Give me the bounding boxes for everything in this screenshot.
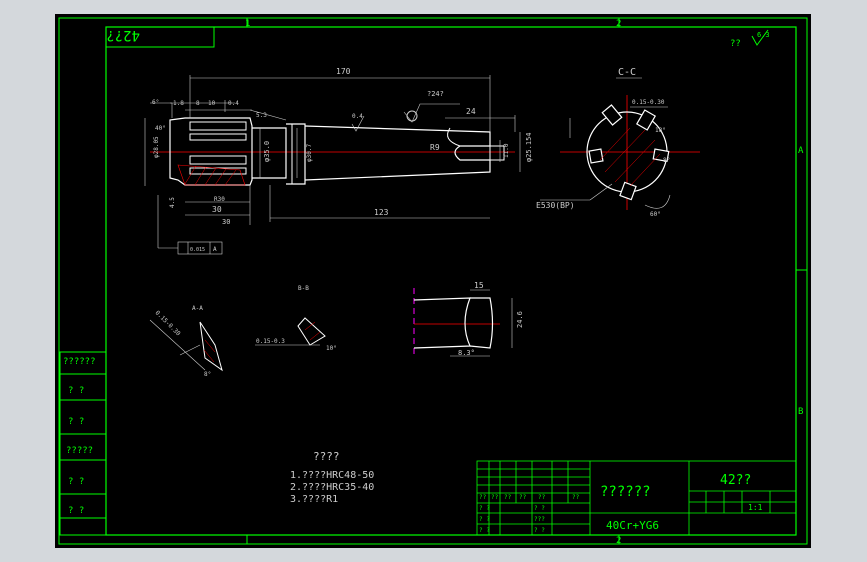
- dim-15: 15: [474, 281, 484, 290]
- left-strip-2: ? ?: [68, 417, 84, 427]
- corner-roughness: 6.3: [757, 31, 770, 39]
- inner-border: [105, 26, 797, 536]
- dim-angle18: 18°: [655, 127, 666, 134]
- roughness-04: 0.4: [352, 113, 363, 120]
- zone-side-b: B: [798, 407, 803, 417]
- section-bb-view: B-B 0.15-0.3 10°: [255, 285, 337, 352]
- dim-angle6: 6°: [152, 99, 159, 106]
- dim-aa-angle8: 8°: [204, 371, 211, 378]
- dim-30-a: 30: [212, 205, 222, 214]
- corner-note: ??: [730, 39, 741, 49]
- code-box-text: 42??: [106, 27, 140, 43]
- title-block: [476, 460, 797, 536]
- grid-cell-10: ???: [534, 516, 545, 523]
- title-part-name: ??????: [600, 484, 651, 500]
- dim-24: 24: [466, 107, 476, 116]
- dim-r9: R9: [430, 143, 440, 152]
- notes-title: ????: [313, 450, 340, 463]
- dim-angle60: 60°: [650, 211, 661, 218]
- left-strip: [59, 351, 107, 536]
- detail-end-view: 15 24.6 8.3°: [413, 281, 524, 357]
- dim-angle40: 40°: [155, 125, 166, 132]
- dim-dia350: φ35.0: [263, 141, 271, 162]
- dim-246: 24.6: [516, 311, 524, 328]
- dim-dia307: φ30.7: [306, 144, 313, 162]
- dim-r30: R30: [214, 196, 225, 203]
- dim-e530: E530(BP): [536, 201, 575, 210]
- notes-line-1: 1.????HRC48-50: [290, 470, 374, 481]
- grid-cell-5: ??: [572, 494, 580, 501]
- outer-border: [58, 17, 808, 545]
- section-bb-label: B-B: [298, 285, 309, 292]
- dim-53: 5.3: [256, 112, 267, 119]
- dim-123: 123: [374, 208, 389, 217]
- zone-top-1: 1: [245, 19, 250, 29]
- dim-cc-015: 0.15-0.30: [632, 99, 665, 106]
- dim-angle8: 8°: [663, 157, 670, 164]
- zone-bottom-2: 2: [616, 536, 621, 546]
- left-strip-5: ? ?: [68, 506, 84, 516]
- tolerance-ref: A: [213, 246, 217, 253]
- dim-10: 10: [208, 100, 216, 107]
- notes-line-2: 2.????HRC35-40: [290, 482, 374, 493]
- grid-cell-1: ??: [491, 494, 499, 501]
- dim-dia-left: φ28.05: [153, 136, 160, 158]
- grid-cell-8: ? ?: [479, 527, 490, 534]
- grid-cell-4: ??: [538, 494, 546, 501]
- section-cc-label: C-C: [618, 67, 636, 78]
- grid-cell-11: ? ?: [534, 527, 545, 534]
- grid-cell-6: ? ?: [479, 505, 490, 512]
- dim-dia25154: φ25.154: [525, 132, 533, 162]
- main-shaft-view: 170 123 24 30 30 1.8 8 10 0.4 5.3 4.5 φ3…: [144, 67, 533, 255]
- dim-83: 8.3°: [458, 349, 475, 357]
- dim-bb-015: 0.15-0.3: [256, 338, 285, 345]
- grid-cell-3: ??: [519, 494, 527, 501]
- tolerance-value: 0.015: [190, 247, 205, 253]
- section-aa-label: A-A: [192, 305, 203, 312]
- left-strip-4: ? ?: [68, 477, 84, 487]
- dim-170: 170: [336, 67, 351, 76]
- grid-cell-0: ??: [479, 494, 487, 501]
- dim-8: 8: [196, 100, 200, 107]
- title-scale: 1:1: [748, 503, 763, 512]
- section-cc-view: C-C 0.15-0.30 E530(BP) 18° 8° 60: [536, 67, 700, 218]
- roughness-symbol: [751, 29, 769, 46]
- dim-110: 11.0: [503, 143, 510, 158]
- dim-45: 4.5: [169, 197, 176, 208]
- dim-30-b: 30: [222, 218, 230, 226]
- dim-04: 0.4: [228, 100, 239, 107]
- code-box: [105, 26, 215, 48]
- dim-bb-angle10: 10°: [326, 345, 337, 352]
- dim-18: 1.8: [173, 100, 184, 107]
- title-material: 40Cr+YG6: [606, 519, 659, 532]
- grid-cell-7: ? ?: [479, 516, 490, 523]
- left-strip-1: ? ?: [68, 386, 84, 396]
- zone-side-a: A: [798, 146, 804, 156]
- left-strip-0: ??????: [63, 357, 96, 367]
- grid-cell-9: ? ?: [534, 505, 545, 512]
- notes-line-3: 3.????R1: [290, 494, 338, 505]
- flag-note: ?24?: [427, 90, 444, 98]
- title-code: 42??: [720, 473, 751, 488]
- zone-top-2: 2: [616, 19, 621, 29]
- left-strip-3: ?????: [66, 446, 93, 456]
- grid-cell-2: ??: [504, 494, 512, 501]
